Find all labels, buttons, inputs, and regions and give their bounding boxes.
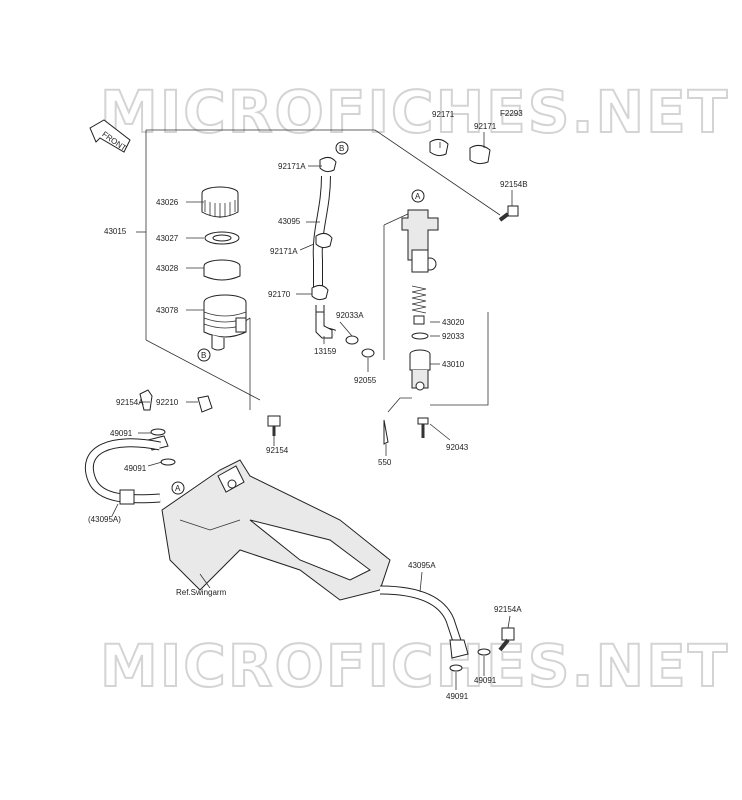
label-92210: 92210 xyxy=(156,398,179,407)
marker-a-bottom xyxy=(171,481,185,495)
label-43015: 43015 xyxy=(104,227,127,236)
label-92171-b: 92171 xyxy=(474,122,497,131)
spring-43020 xyxy=(411,285,427,314)
washer-49091-c xyxy=(477,648,491,656)
watermark-top: MICROFICHES.NET xyxy=(100,78,729,146)
marker-b-top xyxy=(335,141,349,155)
o-ring-92033A xyxy=(345,335,359,345)
hose-fitting xyxy=(315,311,333,339)
label-43028: 43028 xyxy=(156,264,179,273)
label-92170: 92170 xyxy=(268,290,291,299)
label-43078: 43078 xyxy=(156,306,179,315)
piston-43010 xyxy=(409,349,431,391)
label-92171A-mid: 92171A xyxy=(270,247,298,256)
ring-92033 xyxy=(411,332,429,340)
label-92154A-right: 92154A xyxy=(494,605,522,614)
label-43020: 43020 xyxy=(442,318,465,327)
label-550: 550 xyxy=(378,458,392,467)
washer-49091-b xyxy=(160,458,176,466)
label-92154B: 92154B xyxy=(500,180,528,189)
bolt-92154B xyxy=(498,205,519,222)
o-ring-92055 xyxy=(361,348,375,358)
reservoir-hose xyxy=(312,175,337,339)
marker-b-top-label: B xyxy=(339,144,344,153)
label-43095A-paren: (43095A) xyxy=(88,515,121,524)
assembly-frame xyxy=(146,129,501,216)
banjo-bolt-right xyxy=(498,627,515,652)
ref-swingarm-label: Ref.Swingarm xyxy=(176,588,227,597)
clamp-92170 xyxy=(311,284,329,301)
banjo-bolt-left xyxy=(139,389,153,411)
marker-b-bottom xyxy=(197,348,211,362)
label-49091-b: 49091 xyxy=(124,464,147,473)
reservoir-cap xyxy=(201,186,239,218)
bolt-92154 xyxy=(267,415,281,436)
label-92154A-left: 92154A xyxy=(116,398,144,407)
marker-a-top-label: A xyxy=(415,192,421,201)
label-49091-d: 49091 xyxy=(446,692,469,701)
pin-92043 xyxy=(417,417,429,438)
part-labels: 92171 92171 F2293 92154B 92171A 43026 43… xyxy=(88,109,528,701)
master-cylinder-body: A xyxy=(401,189,439,273)
marker-b-bottom-label: B xyxy=(201,351,206,360)
diaphragm xyxy=(203,259,241,281)
label-F2293: F2293 xyxy=(500,109,523,118)
marker-a-bottom-label: A xyxy=(175,484,181,493)
hose-clamp-mid xyxy=(315,232,333,249)
label-92154: 92154 xyxy=(266,446,289,455)
cotter-pin-550 xyxy=(383,397,412,445)
label-43027: 43027 xyxy=(156,234,179,243)
label-92033: 92033 xyxy=(442,332,465,341)
clamp-92171-a xyxy=(429,138,449,157)
hose-clamp-top xyxy=(319,156,337,173)
clamp-92171-b xyxy=(469,144,491,165)
label-43095A: 43095A xyxy=(408,561,436,570)
label-13159: 13159 xyxy=(314,347,337,356)
reservoir-body xyxy=(203,294,247,351)
label-49091-a: 49091 xyxy=(110,429,133,438)
leader-lines xyxy=(111,132,513,690)
label-92033A: 92033A xyxy=(336,311,364,320)
swingarm xyxy=(161,459,391,601)
label-92171A-top: 92171A xyxy=(278,162,306,171)
label-43095: 43095 xyxy=(278,217,301,226)
watermark-bottom: MICROFICHES.NET xyxy=(100,632,729,700)
bracket-92210 xyxy=(197,395,213,413)
washer-49091-a xyxy=(150,428,166,436)
label-43010: 43010 xyxy=(442,360,465,369)
label-43026: 43026 xyxy=(156,198,179,207)
label-92043: 92043 xyxy=(446,443,469,452)
label-92171-a: 92171 xyxy=(432,110,455,119)
label-92055: 92055 xyxy=(354,376,377,385)
banjo-fitting-right xyxy=(449,639,469,659)
washer-49091-d xyxy=(449,664,463,672)
label-49091-c: 49091 xyxy=(474,676,497,685)
